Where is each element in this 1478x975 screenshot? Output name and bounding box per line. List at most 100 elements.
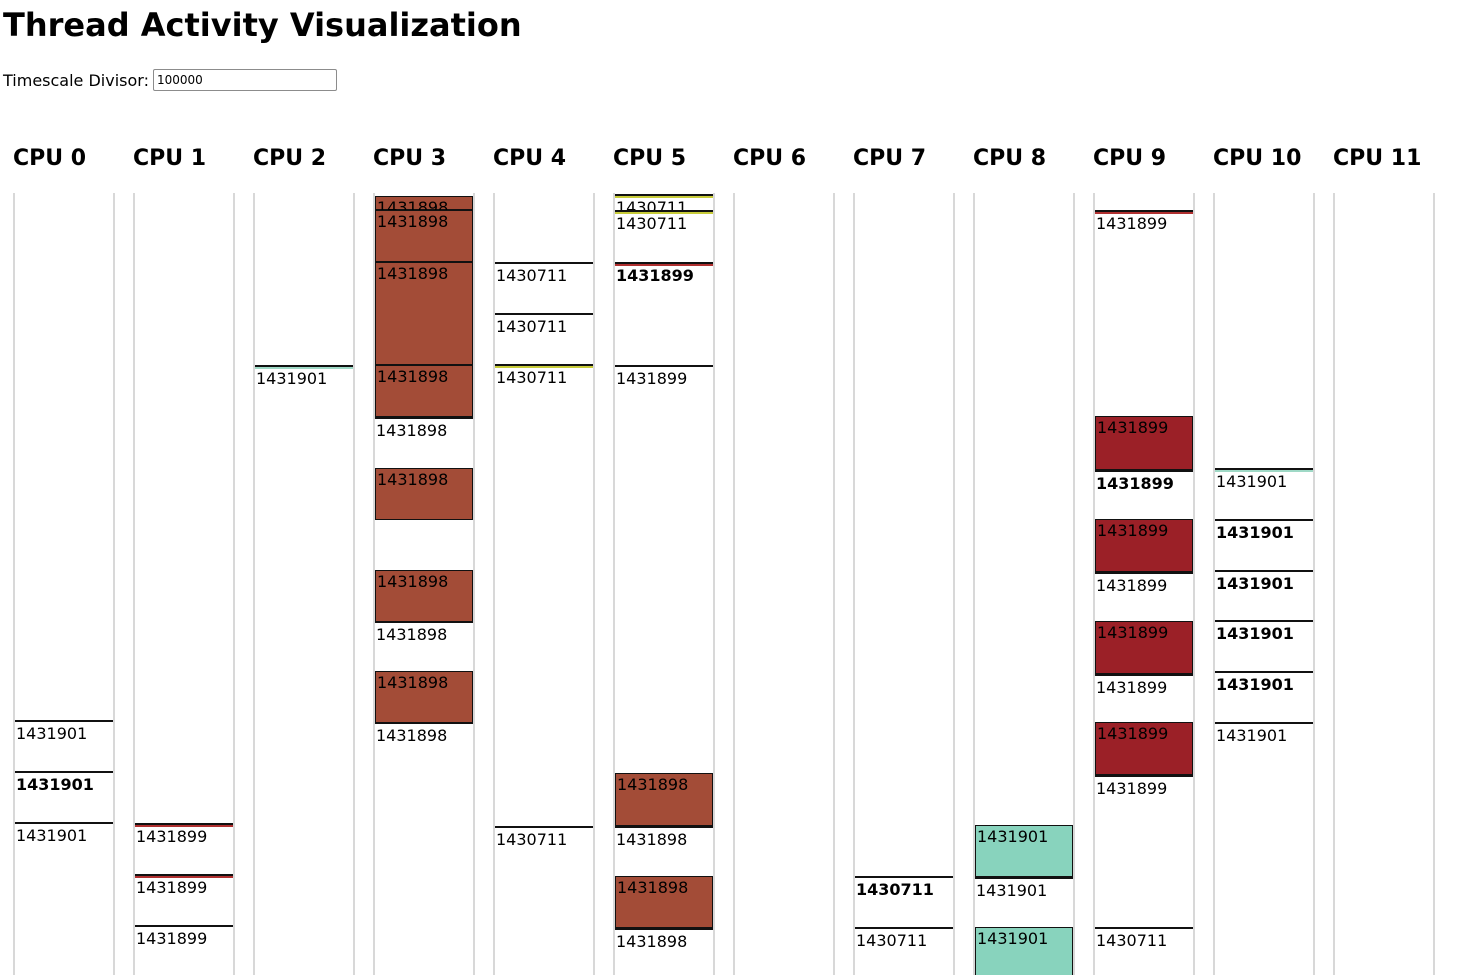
thread-event[interactable]: 1430711 xyxy=(855,927,953,951)
cpu-header-7: CPU 7 xyxy=(853,146,927,171)
thread-event[interactable]: 1431899 xyxy=(1095,722,1193,775)
thread-event[interactable]: 1431899 xyxy=(1095,775,1193,799)
thread-event[interactable]: 1431901 xyxy=(15,720,113,744)
thread-id-label: 1431899 xyxy=(136,878,208,897)
cpu-header-5: CPU 5 xyxy=(613,146,687,171)
thread-event[interactable]: 1430711 xyxy=(1095,927,1193,951)
thread-id-label: 1431898 xyxy=(376,421,448,440)
thread-event[interactable]: 1431898 xyxy=(375,365,473,417)
thread-id-label: 1430711 xyxy=(856,931,928,950)
thread-id-label: 1430711 xyxy=(496,830,568,849)
thread-event[interactable]: 1431901 xyxy=(15,822,113,846)
cpu-header-8: CPU 8 xyxy=(973,146,1047,171)
thread-event[interactable]: 1431899 xyxy=(1095,470,1193,494)
thread-event[interactable]: 1431901 xyxy=(1215,722,1313,746)
thread-event[interactable]: 1431899 xyxy=(1095,519,1193,572)
thread-event[interactable]: 1431898 xyxy=(375,621,473,645)
thread-id-label: 1431901 xyxy=(977,929,1049,948)
thread-event[interactable]: 1430711 xyxy=(495,313,593,337)
thread-id-label: 1431899 xyxy=(1096,779,1168,798)
thread-event[interactable]: 1431898 xyxy=(375,722,473,746)
cpu-header-1: CPU 1 xyxy=(133,146,207,171)
thread-id-label: 1431901 xyxy=(1216,574,1294,593)
thread-id-label: 1431899 xyxy=(1097,623,1169,642)
thread-event[interactable]: 1431898 xyxy=(375,570,473,622)
timescale-divisor-label: Timescale Divisor: xyxy=(3,70,149,90)
thread-event[interactable]: 1431901 xyxy=(975,927,1073,975)
thread-event[interactable]: 1431901 xyxy=(1215,468,1313,492)
thread-event[interactable]: 1431899 xyxy=(615,262,713,286)
thread-event[interactable]: 1431898 xyxy=(375,671,473,723)
cpu-header-10: CPU 10 xyxy=(1213,146,1302,171)
cpu-header-6: CPU 6 xyxy=(733,146,807,171)
thread-event[interactable]: 1430711 xyxy=(495,262,593,286)
thread-id-label: 1431901 xyxy=(977,827,1049,846)
thread-event[interactable]: 1431901 xyxy=(15,771,113,795)
thread-id-label: 1431901 xyxy=(16,826,88,845)
thread-id-label: 1431898 xyxy=(377,212,449,231)
thread-id-label: 1431899 xyxy=(1097,724,1169,743)
thread-id-label: 1431899 xyxy=(136,827,208,846)
cpu-header-3: CPU 3 xyxy=(373,146,447,171)
thread-event[interactable]: 1430711 xyxy=(855,876,953,900)
timescale-divisor-input[interactable] xyxy=(152,69,337,91)
thread-id-label: 1430711 xyxy=(496,368,568,387)
thread-event[interactable]: 1431899 xyxy=(1095,674,1193,698)
thread-id-label: 1431901 xyxy=(16,724,88,743)
thread-event[interactable]: 1431901 xyxy=(1215,570,1313,594)
thread-event[interactable]: 1431901 xyxy=(975,825,1073,877)
thread-id-label: 1431898 xyxy=(377,673,449,692)
thread-id-label: 1430711 xyxy=(1096,931,1168,950)
thread-event[interactable]: 1431899 xyxy=(1095,621,1193,674)
thread-id-label: 1431898 xyxy=(616,932,688,951)
thread-id-label: 1431899 xyxy=(136,929,208,948)
thread-event[interactable]: 1431898 xyxy=(375,468,473,520)
thread-id-label: 1431898 xyxy=(377,470,449,489)
thread-event[interactable]: 1431901 xyxy=(1215,519,1313,543)
thread-event[interactable]: 1431898 xyxy=(615,928,713,952)
thread-event[interactable]: 1431898 xyxy=(615,826,713,850)
thread-event[interactable]: 1431899 xyxy=(615,365,713,389)
thread-event[interactable]: 1431901 xyxy=(1215,620,1313,644)
thread-event[interactable]: 1431901 xyxy=(255,365,353,389)
thread-id-label: 1431899 xyxy=(616,369,688,388)
thread-id-label: 1431898 xyxy=(616,830,688,849)
thread-id-label: 1430711 xyxy=(616,198,688,217)
thread-id-label: 1431899 xyxy=(616,266,694,285)
thread-id-label: 1430711 xyxy=(496,317,568,336)
thread-id-label: 1431901 xyxy=(1216,726,1288,745)
cpu-column-8: 1431901 1431901 1431901 xyxy=(973,193,1075,975)
thread-event[interactable]: 1430711 xyxy=(495,364,593,388)
thread-event[interactable]: 1431898 xyxy=(375,210,473,262)
thread-id-label: 1430711 xyxy=(856,880,934,899)
thread-event[interactable]: 1431898 xyxy=(375,196,473,217)
thread-event[interactable]: 1431899 xyxy=(1095,210,1193,234)
thread-event[interactable]: 1431899 xyxy=(135,874,233,898)
thread-id-label: 1431901 xyxy=(1216,523,1294,542)
cpu-header-9: CPU 9 xyxy=(1093,146,1167,171)
thread-event[interactable]: 1431898 xyxy=(375,262,473,365)
thread-event[interactable]: 1431898 xyxy=(375,417,473,441)
thread-id-label: 1431898 xyxy=(617,775,689,794)
cpu-column-0: 1431901 1431901 1431901 xyxy=(13,193,115,975)
thread-event[interactable]: 1431899 xyxy=(1095,416,1193,470)
thread-id-label: 1431898 xyxy=(377,572,449,591)
thread-event[interactable]: 1431899 xyxy=(135,925,233,949)
thread-id-label: 1431898 xyxy=(377,367,449,386)
thread-event[interactable]: 1431899 xyxy=(1095,572,1193,596)
thread-event[interactable]: 1431901 xyxy=(975,877,1073,901)
page-title: Thread Activity Visualization xyxy=(3,6,522,44)
thread-event[interactable]: 1431901 xyxy=(1215,671,1313,695)
thread-event[interactable]: 1430711 xyxy=(615,210,713,234)
thread-id-label: 1430711 xyxy=(496,266,568,285)
thread-id-label: 1431901 xyxy=(256,369,328,388)
cpu-column-6 xyxy=(733,193,835,975)
thread-event[interactable]: 1430711 xyxy=(495,826,593,850)
cpu-column-1: 1431899 1431899 1431899 xyxy=(133,193,235,975)
thread-event[interactable]: 1430711 xyxy=(615,194,713,218)
thread-id-label: 1431899 xyxy=(1097,521,1169,540)
thread-event[interactable]: 1431898 xyxy=(615,773,713,826)
thread-event[interactable]: 1431898 xyxy=(615,876,713,928)
thread-event[interactable]: 1431899 xyxy=(135,823,233,847)
